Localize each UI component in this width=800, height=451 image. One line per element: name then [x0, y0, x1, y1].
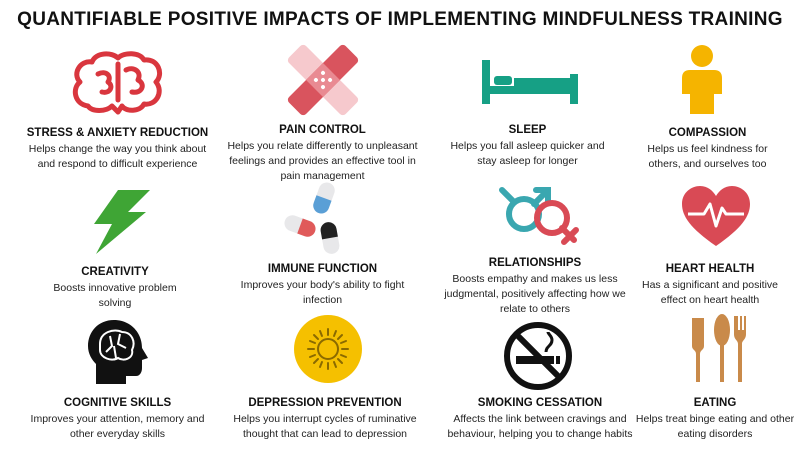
item-description: Helps treat binge eating and other eatin…	[635, 413, 795, 440]
item-description: Helps us feel kindness for others, and o…	[647, 143, 768, 170]
item-heading: COGNITIVE SKILLS	[63, 397, 172, 409]
bandage-icon	[287, 44, 359, 116]
item-description: Helps change the way you think about and…	[28, 143, 207, 170]
item-heading: RELATIONSHIPS	[488, 257, 582, 269]
item-description: Helps you interrupt cycles of ruminative…	[233, 413, 417, 440]
sun-icon	[294, 315, 362, 383]
head-brain-icon	[88, 320, 148, 384]
person-icon	[682, 45, 722, 114]
lightning-icon	[94, 190, 150, 254]
item-description: Affects the link between cravings and be…	[447, 413, 633, 440]
item-heading: HEART HEALTH	[665, 263, 755, 275]
item-description: Helps you relate differently to unpleasa…	[227, 140, 418, 182]
cutlery-icon	[692, 314, 746, 382]
item-description: Helps you fall asleep quicker and stay a…	[450, 140, 605, 167]
item-heading: COMPASSION	[668, 127, 747, 139]
heart-icon	[682, 186, 750, 246]
item-heading: SMOKING CESSATION	[477, 397, 603, 409]
item-description: Boosts empathy and makes us less judgmen…	[444, 273, 626, 315]
item-description: Boosts innovative problem solving	[53, 282, 177, 309]
pills-icon	[284, 182, 340, 254]
bed-icon	[482, 60, 578, 104]
item-heading: EATING	[693, 397, 737, 409]
item-description: Improves your attention, memory and othe…	[30, 413, 205, 440]
page-title: QUANTIFIABLE POSITIVE IMPACTS OF IMPLEME…	[17, 9, 783, 30]
item-description: Improves your body's ability to fight in…	[240, 279, 405, 306]
brain-icon	[72, 51, 162, 115]
item-heading: CREATIVITY	[81, 266, 149, 278]
item-heading: STRESS & ANXIETY REDUCTION	[26, 127, 209, 139]
item-heading: DEPRESSION PREVENTION	[248, 397, 402, 409]
item-heading: SLEEP	[508, 124, 547, 136]
item-heading: PAIN CONTROL	[279, 124, 366, 136]
gender-symbols-icon	[499, 187, 579, 245]
item-description: Has a significant and positive effect on…	[642, 279, 778, 306]
item-heading: IMMUNE FUNCTION	[267, 263, 378, 275]
no-smoking-icon	[504, 322, 572, 390]
